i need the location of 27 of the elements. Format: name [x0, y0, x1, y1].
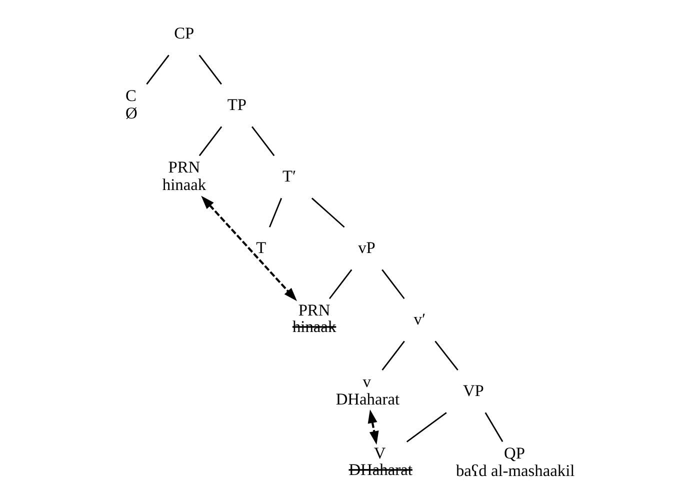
arrow: [201, 196, 298, 302]
node-text: v′: [414, 309, 426, 328]
node-text: CP: [174, 23, 194, 42]
node-text: vP: [358, 238, 376, 257]
node-text: PRN hinaak: [292, 300, 336, 336]
node-text: VP: [462, 380, 484, 400]
connector: [328, 269, 352, 300]
connector: [434, 340, 458, 371]
connector: [198, 126, 222, 156]
connector: [406, 412, 447, 442]
connector: [382, 340, 405, 371]
connector: [146, 54, 170, 85]
node-text: PRN hinaak: [162, 158, 206, 194]
connector: [252, 126, 275, 156]
connector: [382, 269, 405, 300]
node-text: T: [256, 238, 266, 257]
connector: [311, 198, 345, 228]
arrow: [368, 410, 379, 445]
node-text: C Ø: [125, 86, 138, 123]
node-text: TP: [227, 94, 247, 114]
node-text: v DHaharat: [336, 372, 400, 409]
connector: [198, 54, 222, 85]
node-text: V DHaharat: [348, 444, 412, 479]
node-text: QP baʕd al-mashaakil: [456, 444, 575, 480]
connector: [484, 412, 504, 442]
node-text: T′: [282, 166, 296, 186]
connector: [268, 198, 282, 228]
